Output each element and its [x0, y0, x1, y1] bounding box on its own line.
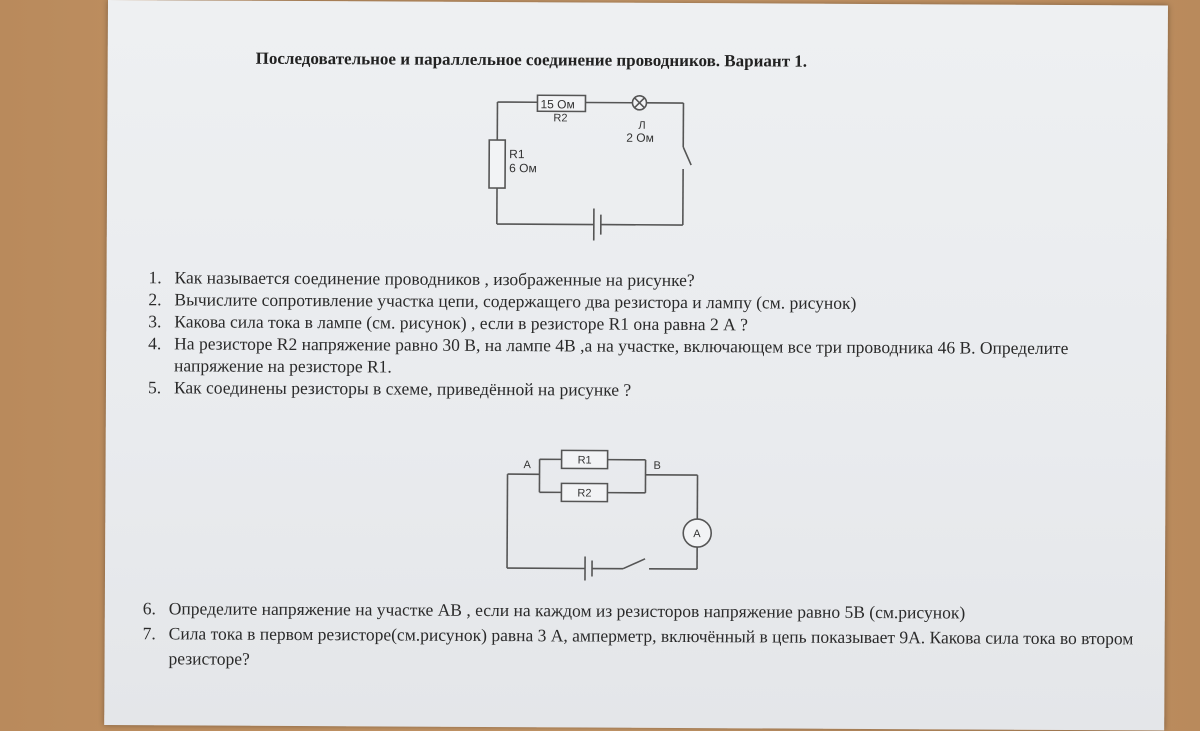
ammeter-icon: A	[693, 528, 701, 540]
question-number: 1.	[148, 266, 174, 288]
r2-value-label: 15 Ом	[540, 97, 574, 111]
question-item: 7. Сила тока в первом резисторе(см.рисун…	[142, 621, 1142, 676]
questions-part-2: 6. Определите напряжение на участке АВ ,…	[142, 596, 1142, 676]
question-number: 6.	[143, 596, 169, 621]
node-b-label: B	[654, 460, 661, 472]
r1-name-label-2: R1	[578, 454, 592, 466]
series-circuit-diagram: 15 Ом R2 Л 2 Ом R1 6 Ом	[477, 90, 708, 251]
question-number: 7.	[142, 621, 168, 671]
question-item: 5. Как соединены резисторы в схеме, прив…	[148, 376, 1128, 403]
parallel-circuit-diagram: R1 R2 A B A	[483, 434, 744, 587]
worksheet-page: Последовательное и параллельное соединен…	[104, 0, 1168, 731]
question-number: 3.	[148, 310, 174, 332]
r1-value-label: 6 Ом	[509, 161, 537, 175]
r2-name-label-2: R2	[577, 487, 591, 499]
page-title: Последовательное и параллельное соединен…	[256, 49, 1036, 73]
question-number: 4.	[148, 332, 174, 376]
question-text: Сила тока в первом резисторе(см.рисунок)…	[168, 621, 1142, 676]
question-number: 2.	[148, 288, 174, 310]
question-text: На резисторе R2 напряжение равно 30 В, н…	[174, 332, 1128, 381]
questions-part-1: 1. Как называется соединение проводников…	[148, 266, 1129, 403]
lamp-value-label: 2 Ом	[626, 131, 654, 145]
r2-name-label: R2	[553, 112, 567, 124]
question-number: 5.	[148, 376, 174, 398]
node-a-label: A	[524, 459, 532, 471]
r1-name-label: R1	[509, 147, 525, 161]
question-text: Как соединены резисторы в схеме, приведё…	[174, 376, 1128, 403]
question-item: 4. На резисторе R2 напряжение равно 30 В…	[148, 332, 1128, 381]
